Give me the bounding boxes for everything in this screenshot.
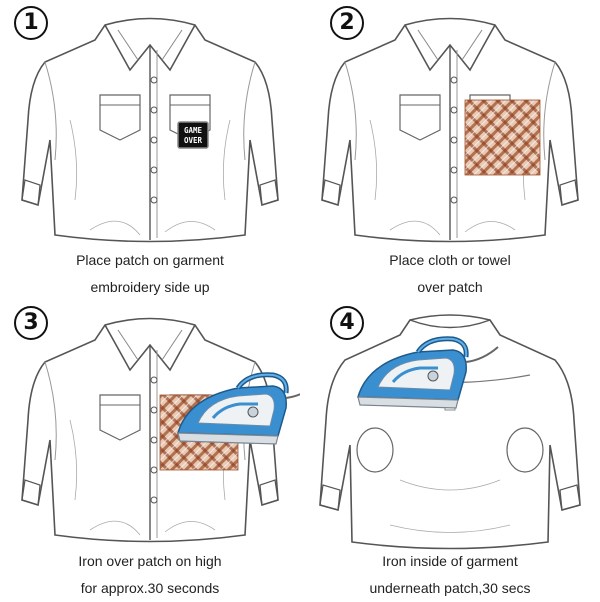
step-3-caption: Iron over patch on high for approx.30 se…	[0, 548, 300, 602]
shirt-front-illustration	[21, 317, 300, 543]
plaid-cloth	[464, 99, 541, 176]
step-number-4: 4	[330, 306, 364, 340]
caption-line: Place cloth or towel	[389, 252, 511, 268]
step-number-3: 3	[14, 306, 48, 340]
caption-line: for approx.30 seconds	[80, 580, 220, 596]
patch-text-line2: OVER	[184, 136, 203, 145]
step-1-caption: Place patch on garment embroidery side u…	[0, 247, 300, 301]
step-4-panel: 4 Iron inside of garment underneath patc…	[300, 300, 600, 600]
step-3-panel: 3 Iron over patch on high for approx.30 …	[0, 300, 300, 600]
step-4-caption: Iron inside of garment underneath patch,…	[300, 548, 600, 602]
shirt-front-illustration: GAME OVER	[21, 17, 279, 243]
step-number-1: 1	[14, 6, 48, 40]
caption-line: over patch	[417, 279, 483, 295]
game-over-patch: GAME OVER	[177, 121, 209, 149]
step-2-caption: Place cloth or towel over patch	[300, 247, 600, 301]
caption-line: embroidery side up	[90, 279, 210, 295]
caption-line: underneath patch,30 secs	[369, 580, 531, 596]
step-number-2: 2	[330, 6, 364, 40]
patch-text-line1: GAME	[184, 126, 203, 135]
step-1-panel: GAME OVER 1 Place patch on garment embro…	[0, 0, 300, 300]
caption-line: Place patch on garment	[76, 252, 224, 268]
caption-line: Iron inside of garment	[382, 553, 518, 569]
shirt-front-illustration	[321, 17, 579, 243]
step-2-panel: 2 Place cloth or towel over patch	[300, 0, 600, 300]
caption-line: Iron over patch on high	[78, 553, 222, 569]
